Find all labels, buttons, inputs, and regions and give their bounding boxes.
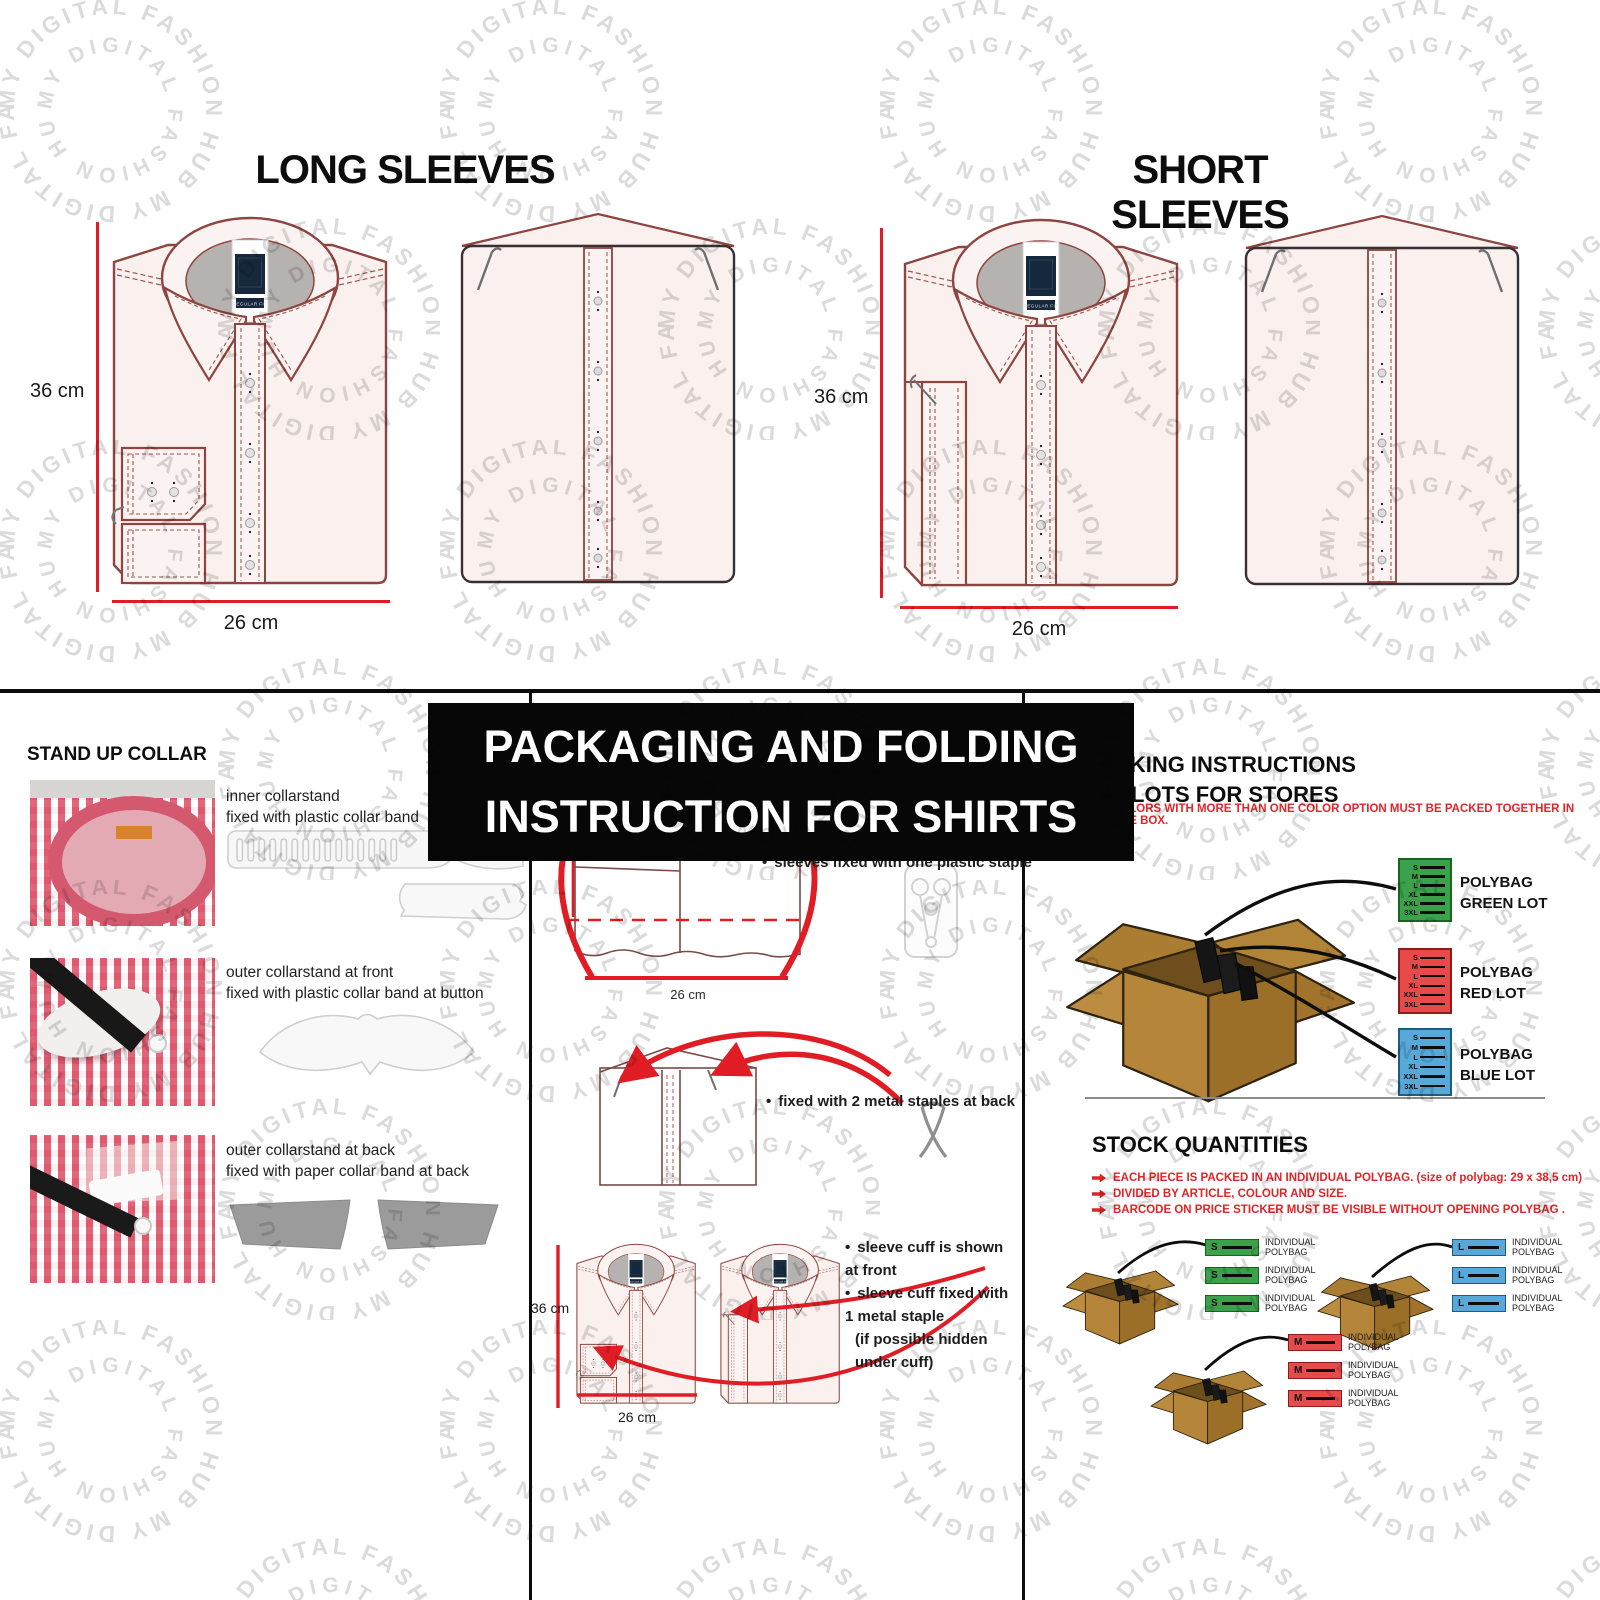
red-flag-icon [1092,1205,1106,1215]
collar-caption-2: outer collarstand at front fixed with pl… [226,964,484,1002]
collar-caption-1: inner collarstand fixed with plastic col… [226,788,419,826]
stock-bullets: EACH PIECE IS PACKED IN AN INDIVIDUAL PO… [1092,1170,1582,1218]
long-height-label: 36 cm [30,380,85,402]
long-width-label: 26 cm [223,612,279,634]
banner-line-2: INSTRUCTION FOR SHIRTS [484,791,1078,842]
folding-note-2: fixed with 2 metal staples at back [766,1090,1015,1113]
stock-box-red [1150,1335,1289,1445]
collar-photo-outer-back [30,1135,215,1283]
red-flag-icon [1092,1189,1106,1199]
long-sleeve-front-drawing [105,208,397,596]
curved-collar-band-drawing [258,1013,476,1076]
long-width-measure-line [112,600,390,603]
horizontal-divider [0,689,1600,693]
plastic-collar-band-2-drawing [398,883,527,920]
collar-caption-3: outer collarstand at back fixed with pap… [226,1142,469,1180]
polybag-label-blue-lot: S M L XL XXL 3XL [1398,1028,1452,1096]
short-width-measure-line [900,606,1178,609]
short-height-label: 36 cm [814,386,869,408]
svg-text:36 cm: 36 cm [531,1300,569,1316]
svg-text:26 cm: 26 cm [618,1409,656,1425]
svg-text:26 cm: 26 cm [670,987,705,1002]
polybag-label-green-lot: S M L XL XXL 3XL [1398,858,1452,922]
title-banner: PACKAGING AND FOLDING INSTRUCTION FOR SH… [428,703,1134,861]
short-width-label: 26 cm [1011,618,1067,640]
short-height-measure-line [880,228,883,598]
long-sleeve-back-drawing [460,212,736,584]
long-height-measure-line [96,222,99,592]
folding-note-3: sleeve cuff is shown at front sleeve cuf… [845,1236,1015,1374]
short-sleeve-front-drawing [896,210,1188,598]
banner-line-1: PACKAGING AND FOLDING [483,721,1079,772]
red-flag-icon [1092,1173,1106,1183]
paper-collar-band-drawing [229,1199,499,1250]
stock-divider [1085,1097,1545,1099]
lot-box-drawing [1066,879,1397,1103]
long-sleeves-title: LONG SLEEVES [255,148,555,192]
polybag-label-red-lot: S M L XL XXL 3XL [1398,948,1452,1014]
packing-warning: COLORS WITH MORE THAN ONE COLOR OPTION M… [1112,803,1575,827]
collar-photo-inner-collarstand [30,780,215,926]
collar-photo-outer-front [30,958,215,1106]
stock-quantities-title: STOCK QUANTITIES [1092,1132,1308,1157]
stand-up-collar-title: STAND UP COLLAR [27,744,207,765]
short-sleeve-back-drawing [1244,214,1520,586]
